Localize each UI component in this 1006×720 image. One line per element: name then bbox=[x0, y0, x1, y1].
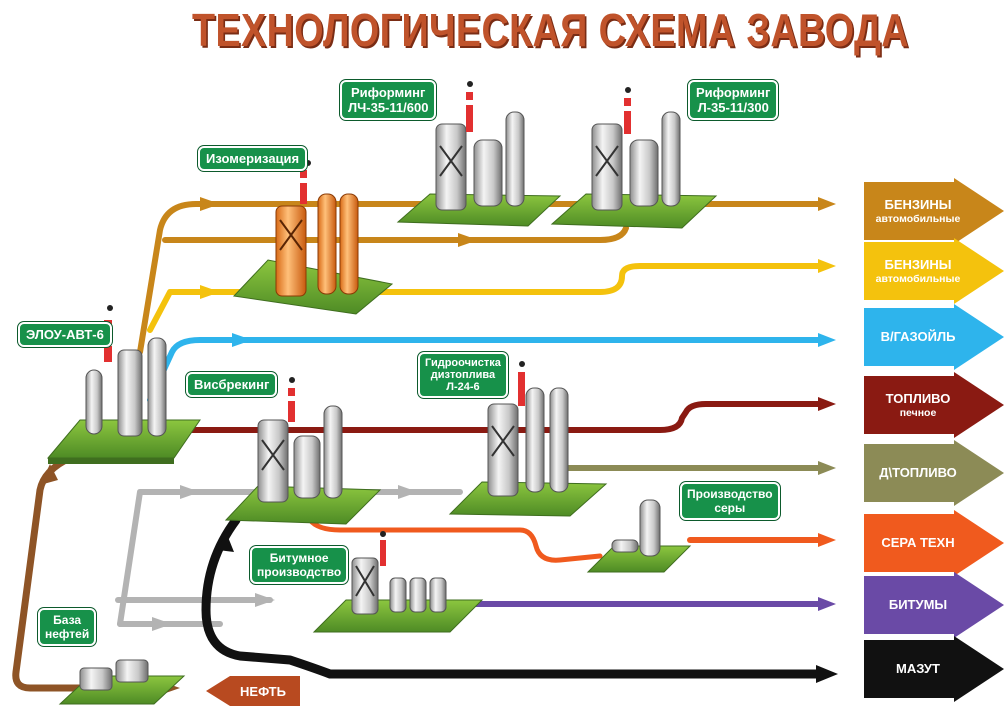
stove-fuel-line bbox=[177, 401, 823, 433]
reforming-2-label: Риформинг Л-35-11/300 bbox=[688, 80, 779, 120]
product-sub: автомобильные bbox=[875, 212, 961, 225]
sulfur-line1: Производство bbox=[687, 487, 773, 501]
bitumen-unit bbox=[312, 531, 484, 633]
reforming-1-label: Риформинг ЛЧ-35-11/600 bbox=[340, 80, 437, 120]
product-label: СЕРА ТЕХН bbox=[881, 535, 955, 550]
product-diesel: Д\ТОПЛИВО bbox=[864, 444, 1004, 502]
product-bitumen: БИТУМЫ bbox=[864, 576, 1004, 634]
neft-arrow bbox=[206, 676, 300, 706]
product-label: БЕНЗИНЫ bbox=[884, 196, 952, 212]
product-label: БЕНЗИНЫ bbox=[884, 256, 952, 272]
gasoline-line-2 bbox=[147, 263, 823, 333]
product-label: В/ГАЗОЙЛЬ bbox=[880, 329, 956, 344]
hydrotreating-unit bbox=[448, 361, 608, 517]
bitumen-line1: Битумное bbox=[269, 551, 329, 565]
product-arrows bbox=[864, 178, 1004, 702]
neft-label: НЕФТЬ bbox=[240, 683, 286, 699]
hydrotreating-label: Гидроочистка дизтоплива Л-24-6 bbox=[418, 352, 508, 398]
reforming-2-line1: Риформинг bbox=[696, 85, 771, 100]
hydrotreating-line2: дизтоплива bbox=[430, 369, 496, 381]
isomerization-unit bbox=[232, 160, 394, 315]
isomerization-label: Изомеризация bbox=[198, 146, 308, 171]
reforming-1-line1: Риформинг bbox=[350, 85, 426, 100]
product-label: МАЗУТ bbox=[896, 661, 940, 676]
elou-label: ЭЛОУ-АВТ-6 bbox=[18, 322, 112, 347]
sulfur-line2: серы bbox=[714, 501, 746, 515]
crude-oil-input: НЕФТЬ bbox=[206, 676, 300, 706]
reforming-unit-1 bbox=[396, 81, 562, 227]
sulfur-line bbox=[307, 517, 603, 563]
sulfur-label: Производство серы bbox=[680, 482, 780, 520]
product-label: БИТУМЫ bbox=[888, 597, 948, 612]
product-label: ТОПЛИВО bbox=[885, 390, 951, 406]
mazut-line bbox=[201, 515, 825, 679]
product-mazut: МАЗУТ bbox=[864, 640, 1004, 698]
page-title: ТЕХНОЛОГИЧЕСКАЯ СХЕМА ЗАВОДА bbox=[192, 4, 909, 56]
reforming-1-line2: ЛЧ-35-11/600 bbox=[348, 100, 429, 115]
base-line1: База bbox=[53, 613, 82, 627]
bitumen-line2: производство bbox=[257, 565, 342, 579]
sulfur-unit bbox=[586, 499, 692, 573]
product-sulfur: СЕРА ТЕХН bbox=[864, 514, 1004, 572]
reforming-unit-2 bbox=[550, 87, 718, 229]
flow-arrowheads bbox=[40, 197, 838, 695]
bitumen-production-label: Битумное производство bbox=[250, 546, 349, 584]
base-line2: нефтей bbox=[45, 627, 90, 641]
gasoline-line-1 bbox=[137, 201, 823, 355]
product-label: Д\ТОПЛИВО bbox=[879, 465, 957, 480]
oil-base-unit bbox=[58, 659, 186, 705]
product-sub: автомобильные bbox=[875, 272, 961, 285]
reforming-2-line2: Л-35-11/300 bbox=[697, 100, 769, 115]
gasoil-line bbox=[147, 337, 823, 403]
visbreaking-label: Висбрекинг bbox=[186, 372, 278, 397]
hydrotreating-line1: Гидроочистка bbox=[425, 357, 501, 369]
hydrotreating-line3: Л-24-6 bbox=[446, 381, 480, 393]
product-gasoil: В/ГАЗОЙЛЬ bbox=[864, 308, 1004, 366]
oil-base-label: База нефтей bbox=[38, 608, 97, 646]
crude-line bbox=[12, 454, 84, 692]
product-sub: печное bbox=[899, 406, 937, 419]
visbreaking-unit bbox=[224, 377, 382, 525]
